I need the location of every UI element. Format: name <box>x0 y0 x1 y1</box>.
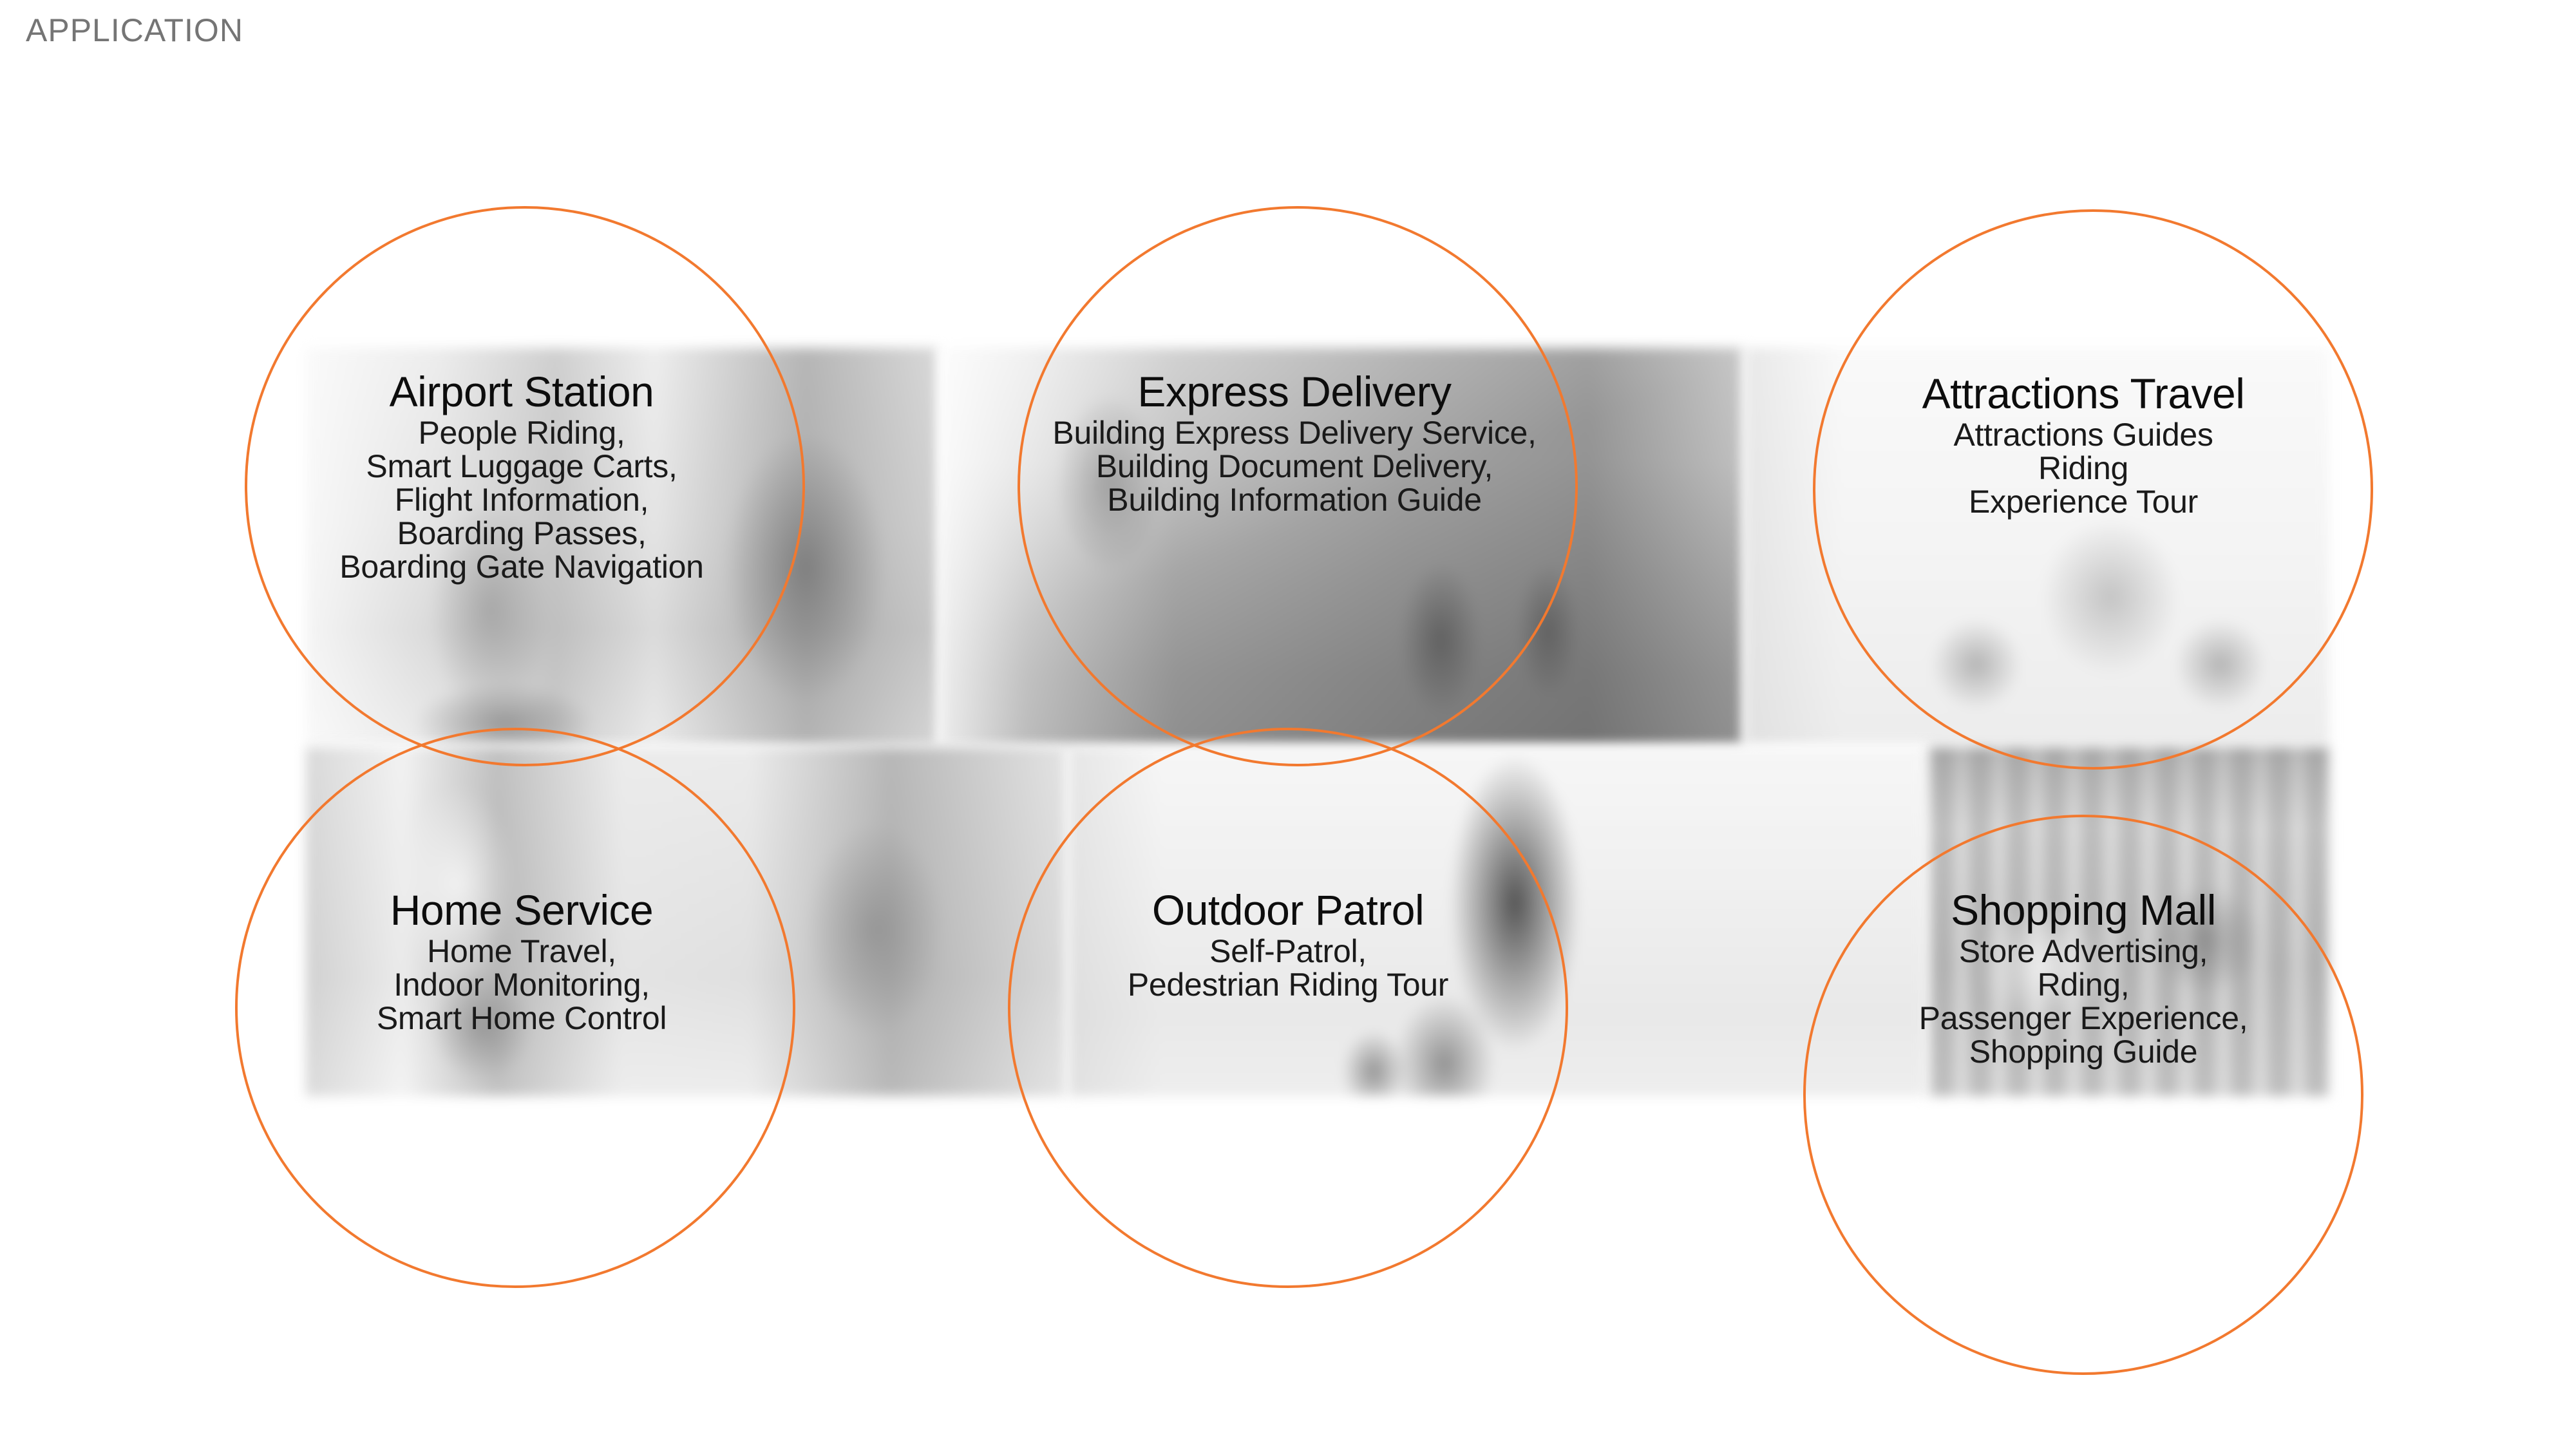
highlight-circle-attractions-travel <box>1813 209 2373 770</box>
cell-line: Passenger Experience, <box>1918 1000 2248 1036</box>
cell-subtitle-home-service: Home Travel, Indoor Monitoring, Smart Ho… <box>293 935 750 1034</box>
cell-line: Experience Tour <box>1969 484 2198 520</box>
cell-line: Boarding Passes, <box>397 515 647 551</box>
cell-airport-station: Airport Station People Riding, Smart Lug… <box>293 370 750 583</box>
cell-line: Pedestrian Riding Tour <box>1127 967 1449 1003</box>
cell-line: Home Travel, <box>427 933 616 969</box>
cell-line: Building Express Delivery Service, <box>1052 415 1537 451</box>
highlight-circle-outdoor-patrol <box>1008 728 1568 1288</box>
cell-line: Flight Information, <box>394 482 649 518</box>
cell-subtitle-airport-station: People Riding, Smart Luggage Carts, Flig… <box>293 417 750 583</box>
cell-line: Riding <box>2038 450 2128 486</box>
cell-title-attractions-travel: Attractions Travel <box>1922 370 2245 417</box>
cell-title-shopping-mall: Shopping Mall <box>1951 886 2216 934</box>
cell-home-service: Home Service Home Travel, Indoor Monitor… <box>293 889 750 1034</box>
cell-title-express-delivery: Express Delivery <box>1137 368 1452 415</box>
highlight-circle-home-service <box>235 728 795 1288</box>
cell-express-delivery: Express Delivery Building Express Delive… <box>995 370 1594 516</box>
cell-subtitle-shopping-mall: Store Advertising, Rding, Passenger Expe… <box>1852 935 2315 1068</box>
cell-line: Attractions Guides <box>1953 417 2213 453</box>
cell-line: Building Information Guide <box>1107 482 1482 518</box>
cell-title-airport-station: Airport Station <box>389 368 654 415</box>
cell-line: Self-Patrol, <box>1209 933 1367 969</box>
highlight-circle-shopping-mall <box>1803 815 2363 1375</box>
page-title: APPLICATION <box>26 12 243 48</box>
cell-line: Building Document Delivery, <box>1095 448 1493 484</box>
cell-line: People Riding, <box>418 415 625 451</box>
cell-title-outdoor-patrol: Outdoor Patrol <box>1151 886 1425 934</box>
cell-line: Shopping Guide <box>1969 1034 2198 1070</box>
cell-attractions-travel: Attractions Travel Attractions Guides Ri… <box>1839 372 2328 518</box>
cell-line: Smart Luggage Carts, <box>366 448 677 484</box>
cell-subtitle-express-delivery: Building Express Delivery Service, Build… <box>995 417 1594 516</box>
cell-subtitle-attractions-travel: Attractions Guides Riding Experience Tou… <box>1839 419 2328 518</box>
cell-line: Indoor Monitoring, <box>393 967 650 1003</box>
cell-shopping-mall: Shopping Mall Store Advertising, Rding, … <box>1852 889 2315 1068</box>
cell-line: Boarding Gate Navigation <box>339 549 704 585</box>
cell-line: Store Advertising, <box>1958 933 2208 969</box>
cell-outdoor-patrol: Outdoor Patrol Self-Patrol, Pedestrian R… <box>1056 889 1520 1001</box>
cell-line: Rding, <box>2037 967 2130 1003</box>
cell-title-home-service: Home Service <box>390 886 654 934</box>
cell-line: Smart Home Control <box>376 1000 667 1036</box>
cell-subtitle-outdoor-patrol: Self-Patrol, Pedestrian Riding Tour <box>1056 935 1520 1001</box>
